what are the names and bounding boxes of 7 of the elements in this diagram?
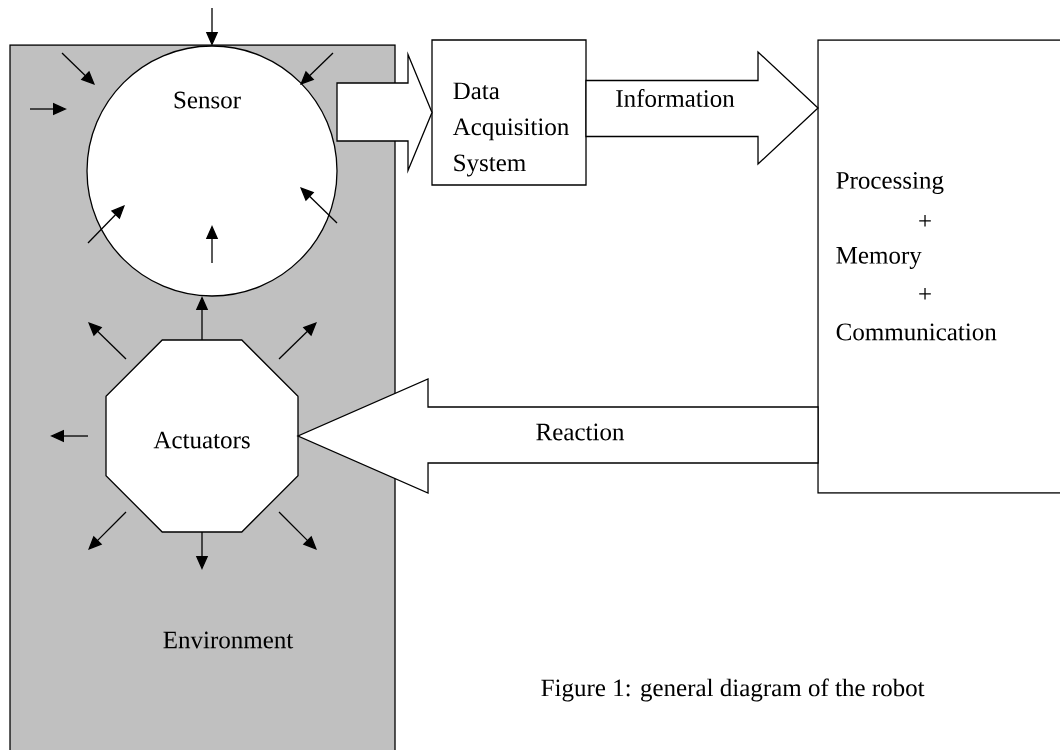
process-box: Processing + Memory + Communication [817,39,1060,494]
block-arrow [296,378,819,494]
process-box: Data Acquisition System [431,39,587,186]
actuator-octagon: Actuators [105,339,299,533]
edge-label: Information [614,88,736,108]
block-arrow [336,51,433,174]
caption: Figure 1: general diagram of the robot [541,678,925,702]
